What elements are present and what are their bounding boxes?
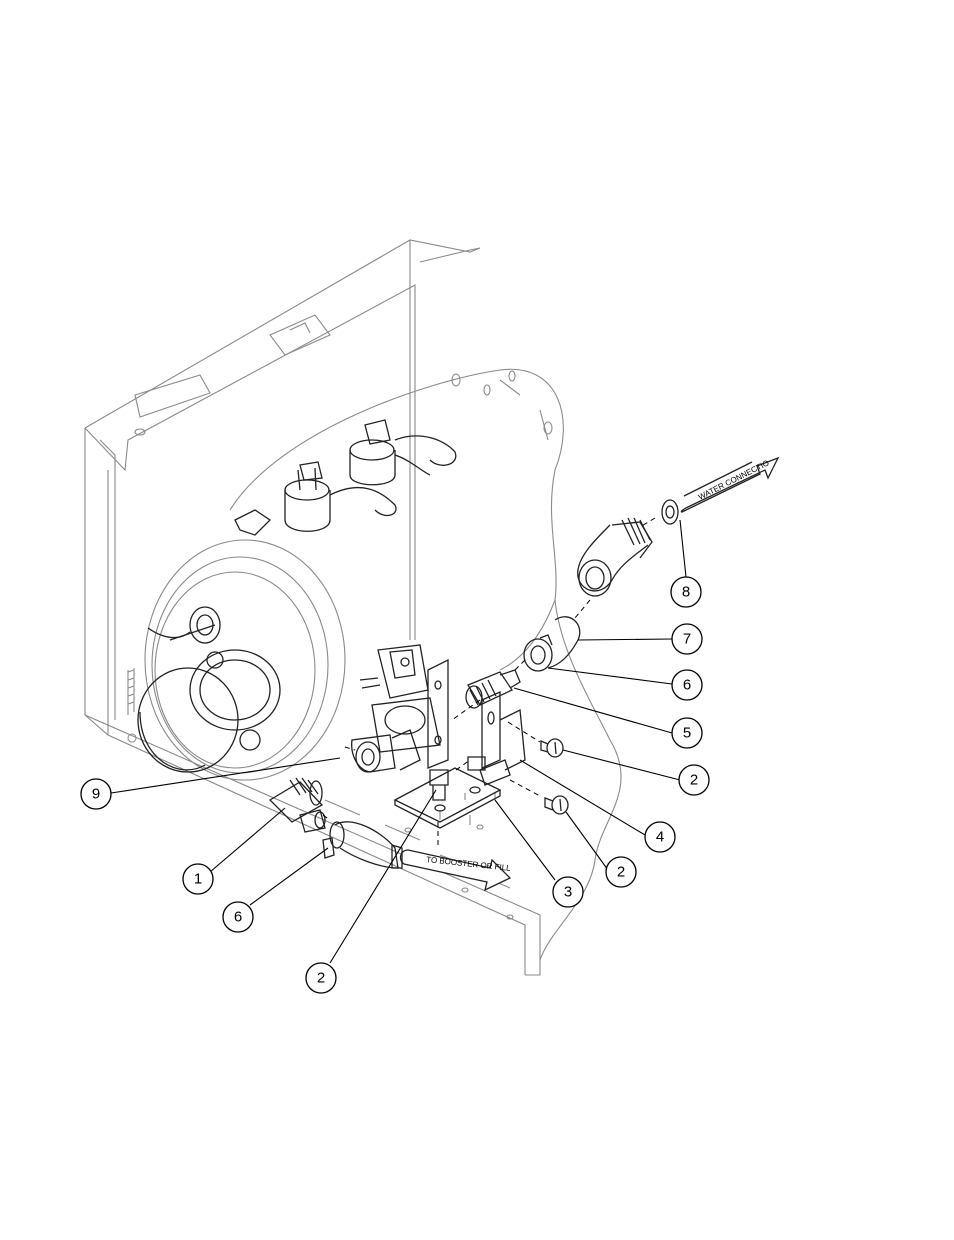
part-9-solenoid-valve — [352, 645, 440, 772]
part-4-bracket — [480, 692, 525, 785]
callout-3-number: 3 — [564, 884, 572, 901]
callout-1: 1 — [183, 864, 213, 894]
callout-9-number: 9 — [92, 786, 100, 803]
heater-element-flange — [138, 540, 345, 780]
callout-6-upper-number: 6 — [683, 677, 691, 694]
part-2-screw-a — [541, 739, 563, 757]
callout-5-number: 5 — [683, 725, 691, 742]
callout-2-bottom: 2 — [306, 963, 336, 993]
water-connection-arrow: WATER CONNECTIO — [681, 458, 778, 512]
callout-8: 8 — [671, 577, 701, 607]
callout-4: 4 — [645, 822, 675, 852]
assembly-line-screw-a — [508, 722, 540, 742]
top-fittings — [235, 420, 456, 535]
part-6-hose-upper — [524, 617, 580, 671]
callout-1-number: 1 — [194, 871, 202, 888]
callout-7-number: 7 — [683, 631, 691, 648]
tank-body — [230, 369, 621, 960]
callout-7: 7 — [672, 624, 702, 654]
callout-2-right-upper: 2 — [679, 765, 709, 795]
callout-6-lower-number: 6 — [234, 909, 242, 926]
assembly-line-6-5 — [515, 660, 525, 670]
assembly-line-bracket — [438, 700, 480, 845]
assembly-line-7-6 — [575, 600, 590, 618]
callout-5: 5 — [672, 718, 702, 748]
callout-3: 3 — [553, 877, 583, 907]
callout-4-number: 4 — [656, 829, 664, 846]
part-7-elbow — [578, 518, 652, 596]
callout-8-number: 8 — [682, 584, 690, 601]
part-1-inlet-fitting — [270, 778, 325, 832]
callout-6-lower: 6 — [223, 902, 253, 932]
part-8-washer — [662, 500, 678, 524]
callout-9: 9 — [81, 779, 111, 809]
part-2-screw-b — [545, 796, 568, 814]
part-6-hose-lower — [323, 822, 402, 868]
callout-2-bottom-number: 2 — [317, 970, 325, 987]
assembly-line-screw-b — [510, 780, 540, 796]
callout-2-right-lower: 2 — [606, 857, 636, 887]
water-connection-label: WATER CONNECTIO — [697, 458, 771, 502]
part-5-fitting — [466, 670, 520, 708]
assembly-line-1-6 — [323, 815, 330, 820]
assembly-line-valve — [345, 747, 355, 750]
part-3-mounting-bracket — [395, 660, 500, 828]
leader-lines — [111, 520, 686, 963]
callout-2-right-upper-number: 2 — [690, 772, 698, 789]
callout-6-upper: 6 — [672, 670, 702, 700]
booster-arrow: TO BOOSTER OR FILL — [401, 850, 512, 890]
callout-2-right-lower-number: 2 — [617, 864, 625, 881]
